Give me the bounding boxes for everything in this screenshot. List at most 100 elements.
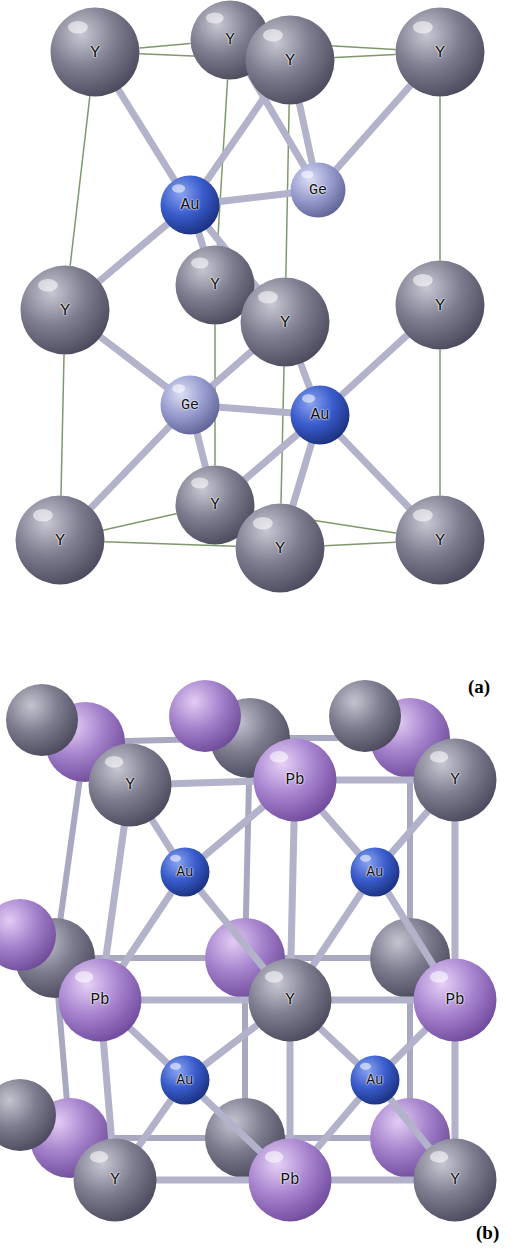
cell-edge bbox=[70, 97, 90, 266]
atom-sphere: Au bbox=[160, 175, 220, 235]
bond-line bbox=[323, 812, 359, 853]
bond-line bbox=[119, 90, 174, 179]
atom-label: Pb bbox=[253, 771, 337, 789]
bond-line bbox=[91, 427, 169, 508]
bond-line bbox=[299, 104, 312, 163]
atom-sphere: Y bbox=[413, 1138, 497, 1222]
bond-line bbox=[123, 893, 171, 965]
back-layer-atoms bbox=[0, 680, 450, 1178]
atom-label: Y bbox=[175, 496, 255, 514]
cell-edge bbox=[281, 367, 284, 503]
bond-line bbox=[213, 352, 252, 386]
atom-sphere: Y bbox=[88, 743, 172, 827]
bond-line bbox=[391, 1100, 429, 1148]
bond-line bbox=[332, 1177, 413, 1184]
bond-line bbox=[342, 335, 407, 394]
bond-line bbox=[103, 1042, 111, 1138]
atom-label: Y bbox=[395, 43, 485, 62]
bond-line bbox=[139, 1100, 171, 1145]
cell-edge bbox=[325, 542, 395, 546]
bond-line bbox=[341, 437, 409, 508]
atom-label: Y bbox=[20, 301, 110, 320]
bond-line bbox=[321, 1029, 357, 1063]
bond-line bbox=[157, 1177, 248, 1184]
bond-line bbox=[287, 1042, 294, 1138]
atom-label: Ge bbox=[290, 182, 346, 199]
cell-edge bbox=[439, 97, 441, 260]
atom-label: Pb bbox=[58, 991, 142, 1009]
bond-line bbox=[391, 812, 427, 853]
atom-label: Ge bbox=[160, 397, 220, 414]
panel-label: (b) bbox=[476, 1222, 499, 1244]
atom-sphere: Au bbox=[160, 1055, 210, 1105]
atom-sphere: Pb bbox=[58, 958, 142, 1042]
bond-line bbox=[205, 1025, 257, 1064]
cell-edge bbox=[104, 514, 176, 530]
atom-label: Y bbox=[248, 991, 332, 1009]
atom-label: Y bbox=[88, 776, 172, 794]
atom-label: Au bbox=[350, 1072, 400, 1088]
atom-label: Y bbox=[15, 531, 105, 550]
atom-label: Au bbox=[160, 1072, 210, 1088]
bond-line bbox=[220, 407, 290, 412]
atom-sphere: Ge bbox=[290, 162, 346, 218]
bond-line bbox=[207, 97, 264, 180]
bond-line bbox=[388, 893, 432, 964]
back-layer-bonds bbox=[55, 738, 455, 1180]
bond-line bbox=[152, 821, 171, 851]
atom-sphere: Y bbox=[15, 495, 105, 585]
bond-line bbox=[201, 891, 264, 967]
bond-line bbox=[99, 224, 167, 281]
atom-sphere: Au bbox=[290, 385, 350, 445]
atom-sphere: Y bbox=[245, 15, 335, 105]
bond-line bbox=[332, 997, 413, 1004]
bond-line bbox=[317, 1099, 359, 1148]
bond-line bbox=[337, 86, 411, 169]
atom-sphere: Y bbox=[395, 7, 485, 97]
atom-sphere: Y bbox=[248, 958, 332, 1042]
atom-label: Y bbox=[50, 43, 140, 62]
bond-line bbox=[131, 1029, 167, 1063]
bond-line bbox=[337, 777, 413, 784]
cell-edge bbox=[61, 355, 64, 495]
atom-sphere: Y bbox=[413, 738, 497, 822]
cell-edge bbox=[335, 54, 395, 57]
bond-line bbox=[204, 807, 263, 856]
atom-label: Au bbox=[160, 864, 210, 880]
panel-label: (a) bbox=[468, 676, 490, 698]
atom-label: Y bbox=[395, 296, 485, 315]
atom-label: Y bbox=[240, 313, 330, 332]
atom-sphere: Y bbox=[73, 1138, 157, 1222]
bond-line bbox=[293, 444, 311, 505]
bond-line bbox=[291, 822, 294, 958]
atom-label: Y bbox=[175, 276, 255, 294]
atom-sphere: Y bbox=[395, 260, 485, 350]
bond-line bbox=[203, 1097, 259, 1151]
bond-line bbox=[101, 337, 166, 387]
cell-edge bbox=[439, 350, 441, 495]
atom-label: Au bbox=[160, 196, 220, 214]
atom-sphere: Pb bbox=[413, 958, 497, 1042]
bond-line bbox=[197, 434, 205, 466]
bond-line bbox=[301, 364, 310, 387]
atom-label: Y bbox=[413, 1171, 497, 1189]
atom-label: Pb bbox=[413, 991, 497, 1009]
bond-line bbox=[106, 827, 124, 959]
atom-sphere: Ge bbox=[160, 375, 220, 435]
cell-edge bbox=[140, 44, 190, 48]
bond-line bbox=[313, 893, 361, 965]
atom-label: Y bbox=[395, 531, 485, 550]
bond-line bbox=[452, 1042, 459, 1138]
bond-line bbox=[245, 435, 297, 479]
atom-sphere: Pb bbox=[253, 738, 337, 822]
atom-sphere: Y bbox=[50, 7, 140, 97]
atom-label: Au bbox=[350, 864, 400, 880]
bond-line bbox=[452, 822, 459, 958]
atom-sphere: Y bbox=[20, 265, 110, 355]
bond-line bbox=[172, 781, 253, 783]
atom-label: Y bbox=[73, 1171, 157, 1189]
atom-label: Y bbox=[245, 51, 335, 70]
